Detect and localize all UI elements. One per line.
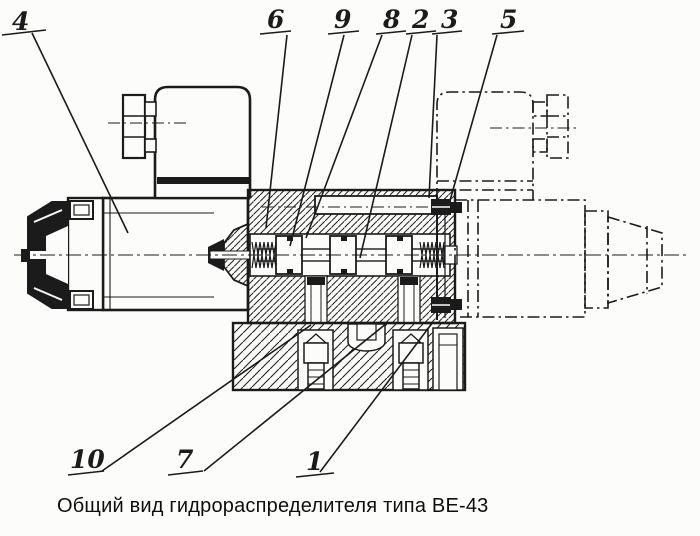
left-terminal-box (153, 85, 252, 200)
callout-label-8: 8 (382, 5, 400, 34)
body-mount-bolts (304, 275, 421, 324)
port-plug (392, 329, 429, 391)
center-port (347, 323, 386, 352)
right-spring (419, 241, 445, 269)
callout-label-2: 2 (411, 5, 429, 34)
callout-label-9: 9 (334, 5, 351, 34)
callout-label-10: 10 (70, 445, 105, 474)
left-spring (251, 241, 277, 269)
subplate (231, 321, 467, 392)
phantom-terminal-box (436, 91, 534, 200)
valve-body (208, 188, 462, 325)
phantom-cable-gland (490, 94, 578, 159)
callout-label-7: 7 (176, 445, 194, 474)
phantom-end-cone (607, 215, 663, 305)
callout-label-3: 3 (441, 5, 458, 34)
right-end-plate (431, 195, 462, 320)
top-cover-plate (262, 195, 438, 215)
figure-caption: Общий вид гидрораспределителя типа ВЕ-43 (57, 495, 489, 517)
callout-labels: 4 6 9 8 2 3 5 10 7 1 (12, 5, 517, 476)
callout-label-6: 6 (267, 5, 284, 34)
leader-lines (1, 29, 525, 478)
left-cable-gland (108, 93, 190, 160)
callout-label-4: 4 (12, 7, 29, 36)
callout-label-1: 1 (306, 447, 323, 476)
phantom-right-solenoid (436, 91, 663, 318)
callout-label-5: 5 (500, 5, 517, 34)
port-plug (432, 327, 464, 391)
phantom-end-cap (584, 210, 609, 309)
